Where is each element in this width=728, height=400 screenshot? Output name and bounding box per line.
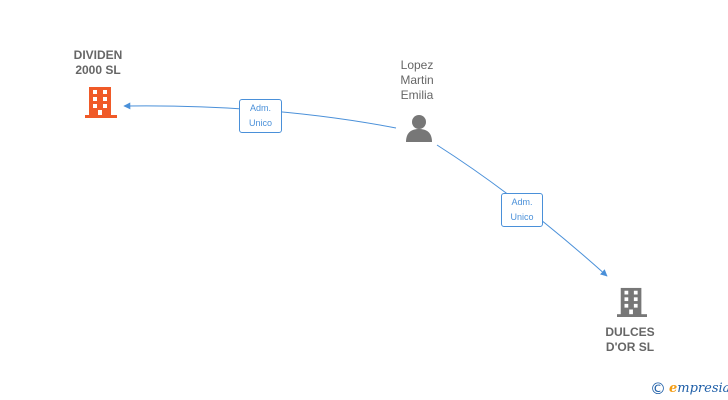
edge-label-line: Unico bbox=[510, 212, 534, 222]
brand-logo-initial: e bbox=[669, 381, 678, 396]
company-name-line: DIVIDEN bbox=[73, 48, 123, 62]
brand-logo[interactable]: empresia bbox=[669, 381, 728, 397]
company-name-dulces[interactable]: DULCES D'OR SL bbox=[590, 325, 670, 355]
copyright-icon: © bbox=[650, 379, 666, 398]
person-name-line: Emilia bbox=[400, 88, 434, 102]
person-name-line: Martin bbox=[400, 73, 434, 87]
person-icon[interactable] bbox=[404, 113, 434, 143]
edge-label-line: Unico bbox=[248, 118, 272, 128]
edge-label-adm-unico[interactable]: Adm. Unico bbox=[239, 99, 282, 133]
company-name-line: DULCES bbox=[605, 325, 655, 339]
edge-label-adm-unico[interactable]: Adm. Unico bbox=[501, 193, 543, 227]
brand-logo-text: mpresia bbox=[677, 381, 728, 396]
company-name-line: D'OR SL bbox=[605, 340, 655, 354]
person-name-lopez[interactable]: Lopez Martin Emilia bbox=[379, 58, 455, 103]
building-icon[interactable] bbox=[85, 85, 117, 119]
edge-label-line: Adm. bbox=[511, 197, 533, 207]
company-name-line: 2000 SL bbox=[75, 63, 121, 77]
company-name-dividen[interactable]: DIVIDEN 2000 SL bbox=[58, 48, 138, 78]
person-name-line: Lopez bbox=[400, 58, 434, 72]
edge-label-line: Adm. bbox=[249, 103, 271, 113]
building-icon[interactable] bbox=[617, 285, 647, 319]
